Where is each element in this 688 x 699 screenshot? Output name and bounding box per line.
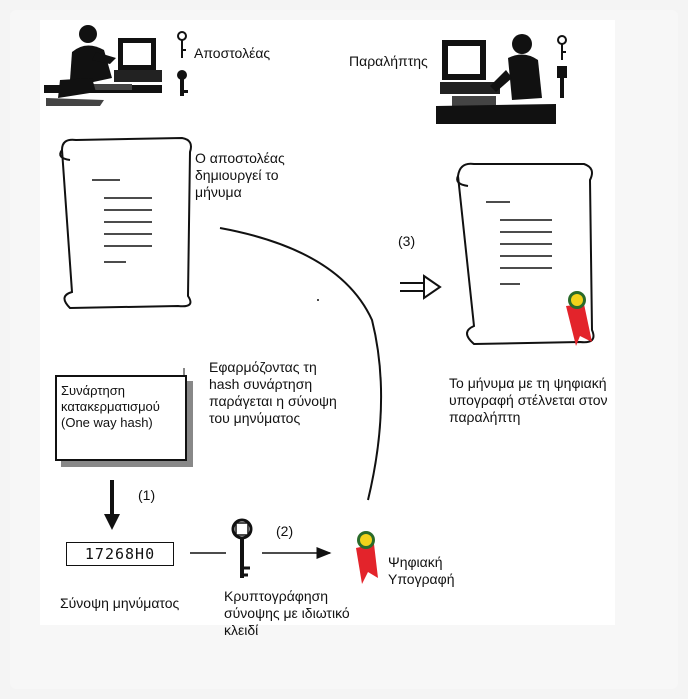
sender-computer-icon (44, 25, 162, 106)
signature-seal-icon (566, 291, 592, 346)
receiver-label: Παραλήπτης (349, 53, 428, 69)
step-two-label: (2) (276, 523, 294, 539)
private-key-icon (231, 518, 253, 578)
signed-message-scroll-icon (456, 162, 595, 346)
sender-label: Αποστολέας (194, 45, 271, 61)
signature-to-message-curve (219, 227, 383, 501)
sender-keys-icon (177, 31, 188, 96)
step-one-label: (1) (138, 487, 156, 503)
step-three-label: (3) (398, 233, 416, 249)
encrypt-digest-text: Κρυπτογράφηση σύνοψης με ιδιωτικό κλειδί (224, 588, 350, 638)
hash-step-text: Εφαρμόζοντας τη hash συνάρτηση παράγεται… (209, 359, 337, 426)
digital-signature-label: Ψηφιακή Υπογραφή (388, 554, 455, 587)
send-message-text: Το μήνυμα με τη ψηφιακή υπογραφή στέλνετ… (449, 375, 608, 425)
receiver-keys-icon (557, 35, 567, 98)
hash-function-label: Συνάρτηση κατακερματισμού (One way hash) (61, 383, 160, 430)
receiver-computer-icon (436, 34, 556, 124)
create-message-text: Ο αποστολέας δημιουργεί το μήνυμα (195, 150, 285, 200)
digest-value-box: 17268H0 (66, 542, 174, 566)
message-scroll-icon (59, 136, 192, 310)
digest-label: Σύνοψη μηνύματος (60, 595, 180, 611)
digital-signature-seal-icon (356, 531, 378, 584)
send-arrow-icon (400, 274, 442, 300)
hash-function-box: Συνάρτηση κατακερματισμού (One way hash) (55, 375, 187, 461)
down-arrow-icon (104, 480, 120, 530)
